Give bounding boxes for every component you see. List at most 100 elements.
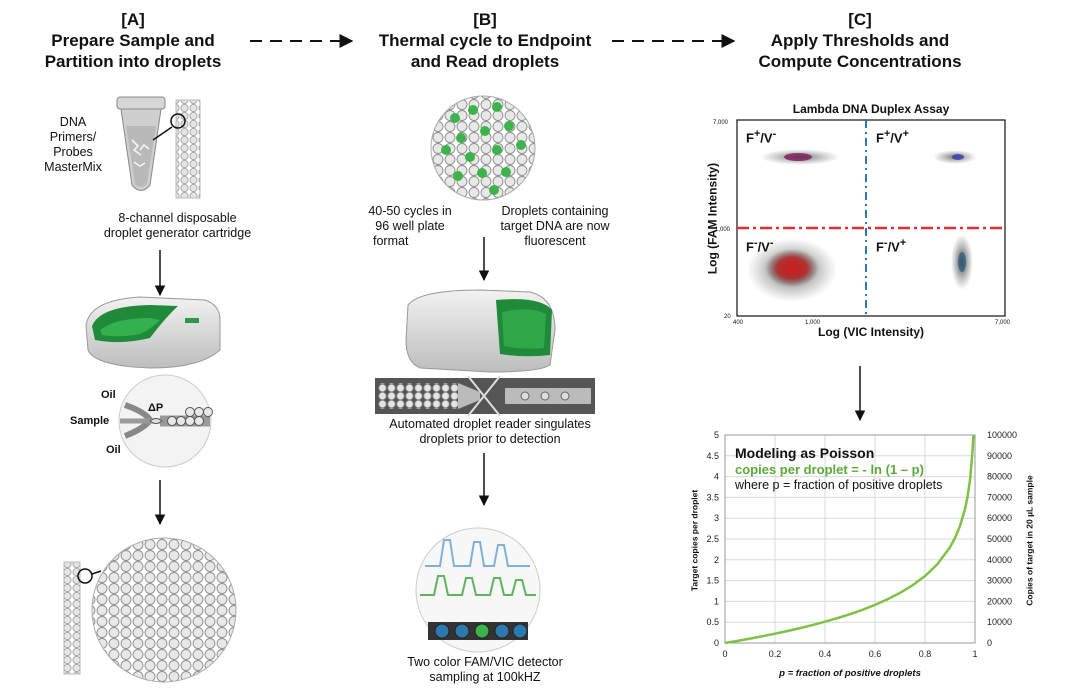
y2-tick-label: 80000: [987, 472, 1012, 482]
quadrant-v: /V: [757, 239, 770, 255]
stage-b-title-line1: Thermal cycle to Endpoint: [378, 31, 592, 50]
poisson-title: Modeling as Poisson: [735, 445, 875, 461]
quadrant-f: F: [746, 130, 754, 146]
y-tick-label: 1: [714, 596, 719, 606]
y2-tick-label: 10000: [987, 617, 1012, 627]
scatter-xlabel: Log (VIC Intensity): [818, 325, 924, 339]
cartridge-caption-line2: droplet generator cartridge: [103, 226, 252, 240]
y-tick-label: 2.5: [706, 534, 719, 544]
y2-tick-label: 40000: [987, 555, 1012, 565]
y-tick-label: 2: [714, 555, 719, 565]
detector-caption-line2: sampling at 100kHZ: [429, 670, 541, 684]
quadrant-sup: -: [772, 128, 777, 140]
x-tick-label: 1: [972, 649, 977, 659]
junction-oil-bottom-label: Oil: [106, 444, 121, 456]
scatter-ytick: 7,000: [713, 120, 729, 126]
detector-caption: Two color FAM/VIC detector sampling at 1…: [390, 655, 580, 685]
poisson-chart: 00.511.522.533.544.550100002000030000400…: [706, 430, 1017, 659]
poisson-annotation: Modeling as Poisson copies per droplet =…: [735, 445, 975, 493]
stage-c-title-line1: Apply Thresholds and: [770, 31, 950, 50]
droplet-field-illustration: [63, 537, 237, 683]
droplet-junction-illustration: [118, 374, 213, 468]
poisson-ylabel: Target copies per droplet: [689, 489, 700, 592]
scatter-ytick: 20: [724, 314, 731, 320]
scatter-title: Lambda DNA Duplex Assay: [792, 102, 950, 116]
quadrant-v: /V: [890, 130, 903, 146]
fluorescent-droplets-illustration: [430, 95, 536, 201]
reader-caption-line1: Automated droplet reader singulates: [389, 417, 591, 431]
poisson-where: where p = fraction of positive droplets: [735, 478, 943, 492]
y2-tick-label: 90000: [987, 451, 1012, 461]
reagent-list: DNA Primers/ Probes MasterMix: [38, 115, 108, 175]
y2-tick-label: 30000: [987, 576, 1012, 586]
fluorescence-caption-line2: target DNA are now: [500, 219, 610, 233]
reagent-item: Primers/: [49, 130, 97, 144]
cartridge-strip: [175, 99, 201, 199]
junction-oil-top-label: Oil: [101, 389, 116, 401]
detector-caption-line1: Two color FAM/VIC detector: [407, 655, 563, 669]
cycles-caption: 40-50 cycles in 96 well plate format: [355, 204, 465, 249]
quadrant-label-top-left: F+/V-: [746, 127, 776, 145]
scatter-plot: [736, 119, 1006, 317]
quadrant-f: F: [876, 130, 884, 146]
junction-sample-label: Sample: [70, 415, 110, 427]
quadrant-v: /V: [887, 239, 900, 255]
reagent-item: DNA: [59, 115, 87, 129]
scatter-xtick: 1,000: [805, 320, 821, 326]
x-tick-label: 0.4: [819, 649, 832, 659]
stage-a-letter: [A]: [121, 10, 145, 29]
droplet-channel-illustration: [375, 375, 595, 417]
reader-caption-line2: droplets prior to detection: [419, 432, 561, 446]
x-tick-label: 0: [722, 649, 727, 659]
quadrant-f: F: [876, 239, 884, 255]
y-tick-label: 3: [714, 513, 719, 523]
quadrant-v: /V: [760, 130, 773, 146]
quadrant-sup: +: [902, 128, 909, 140]
y2-tick-label: 70000: [987, 492, 1012, 502]
quadrant-sup: +: [899, 237, 907, 249]
x-tick-label: 0.2: [769, 649, 782, 659]
y-tick-label: 4.5: [706, 451, 719, 461]
poisson-formula: copies per droplet = - ln (1 – p): [735, 462, 924, 477]
chart-marks: 00.511.522.533.544.550100002000030000400…: [706, 430, 1017, 659]
y-tick-label: 0.5: [706, 617, 719, 627]
poisson-xlabel: p = fraction of positive droplets: [779, 668, 921, 679]
sample-tube-illustration: [116, 96, 166, 191]
y-tick-label: 5: [714, 430, 719, 440]
quadrant-sup: -: [883, 237, 888, 249]
quadrant-label-top-right: F+/V+: [876, 127, 909, 145]
stage-a-title-line1: Prepare Sample and: [51, 31, 215, 50]
x-tick-label: 0.8: [919, 649, 932, 659]
cartridge-caption-line1: 8-channel disposable: [118, 211, 237, 225]
y2-tick-label: 60000: [987, 513, 1012, 523]
quadrant-sup: -: [753, 237, 758, 249]
reagent-item: Probes: [53, 145, 93, 159]
quadrant-sup: -: [769, 237, 774, 249]
y-tick-label: 0: [714, 638, 719, 648]
stage-b-letter: [B]: [473, 10, 497, 29]
cycles-caption-line1: 40-50 cycles in: [368, 204, 452, 218]
detector-signal-illustration: [415, 527, 541, 653]
droplet-reader-illustration: [405, 289, 556, 373]
y-tick-label: 4: [714, 472, 719, 482]
x-tick-label: 0.6: [869, 649, 882, 659]
reagent-item: MasterMix: [44, 160, 102, 174]
junction-pressure-label: ΔP: [148, 402, 164, 414]
droplet-generator-illustration: [85, 296, 221, 369]
stage-a-title-line2: Partition into droplets: [44, 52, 222, 71]
y-tick-label: 1.5: [706, 576, 719, 586]
quadrant-sup: +: [883, 128, 891, 140]
fluorescence-caption: Droplets containing target DNA are now f…: [490, 204, 620, 249]
stage-c-title-line2: Compute Concentrations: [758, 52, 962, 71]
cartridge-caption: 8-channel disposable droplet generator c…: [90, 211, 265, 241]
scatter-xtick: 7,000: [995, 320, 1011, 326]
y2-tick-label: 50000: [987, 534, 1012, 544]
series-line: [724, 434, 975, 645]
fluorescence-caption-line3: fluorescent: [524, 234, 586, 248]
quadrant-f: F: [746, 239, 754, 255]
stage-b-title: [B] Thermal cycle to Endpoint and Read d…: [355, 9, 615, 72]
y2-tick-label: 100000: [987, 430, 1017, 440]
stage-b-title-line2: and Read droplets: [410, 52, 560, 71]
scatter-xtick: 400: [733, 320, 744, 326]
